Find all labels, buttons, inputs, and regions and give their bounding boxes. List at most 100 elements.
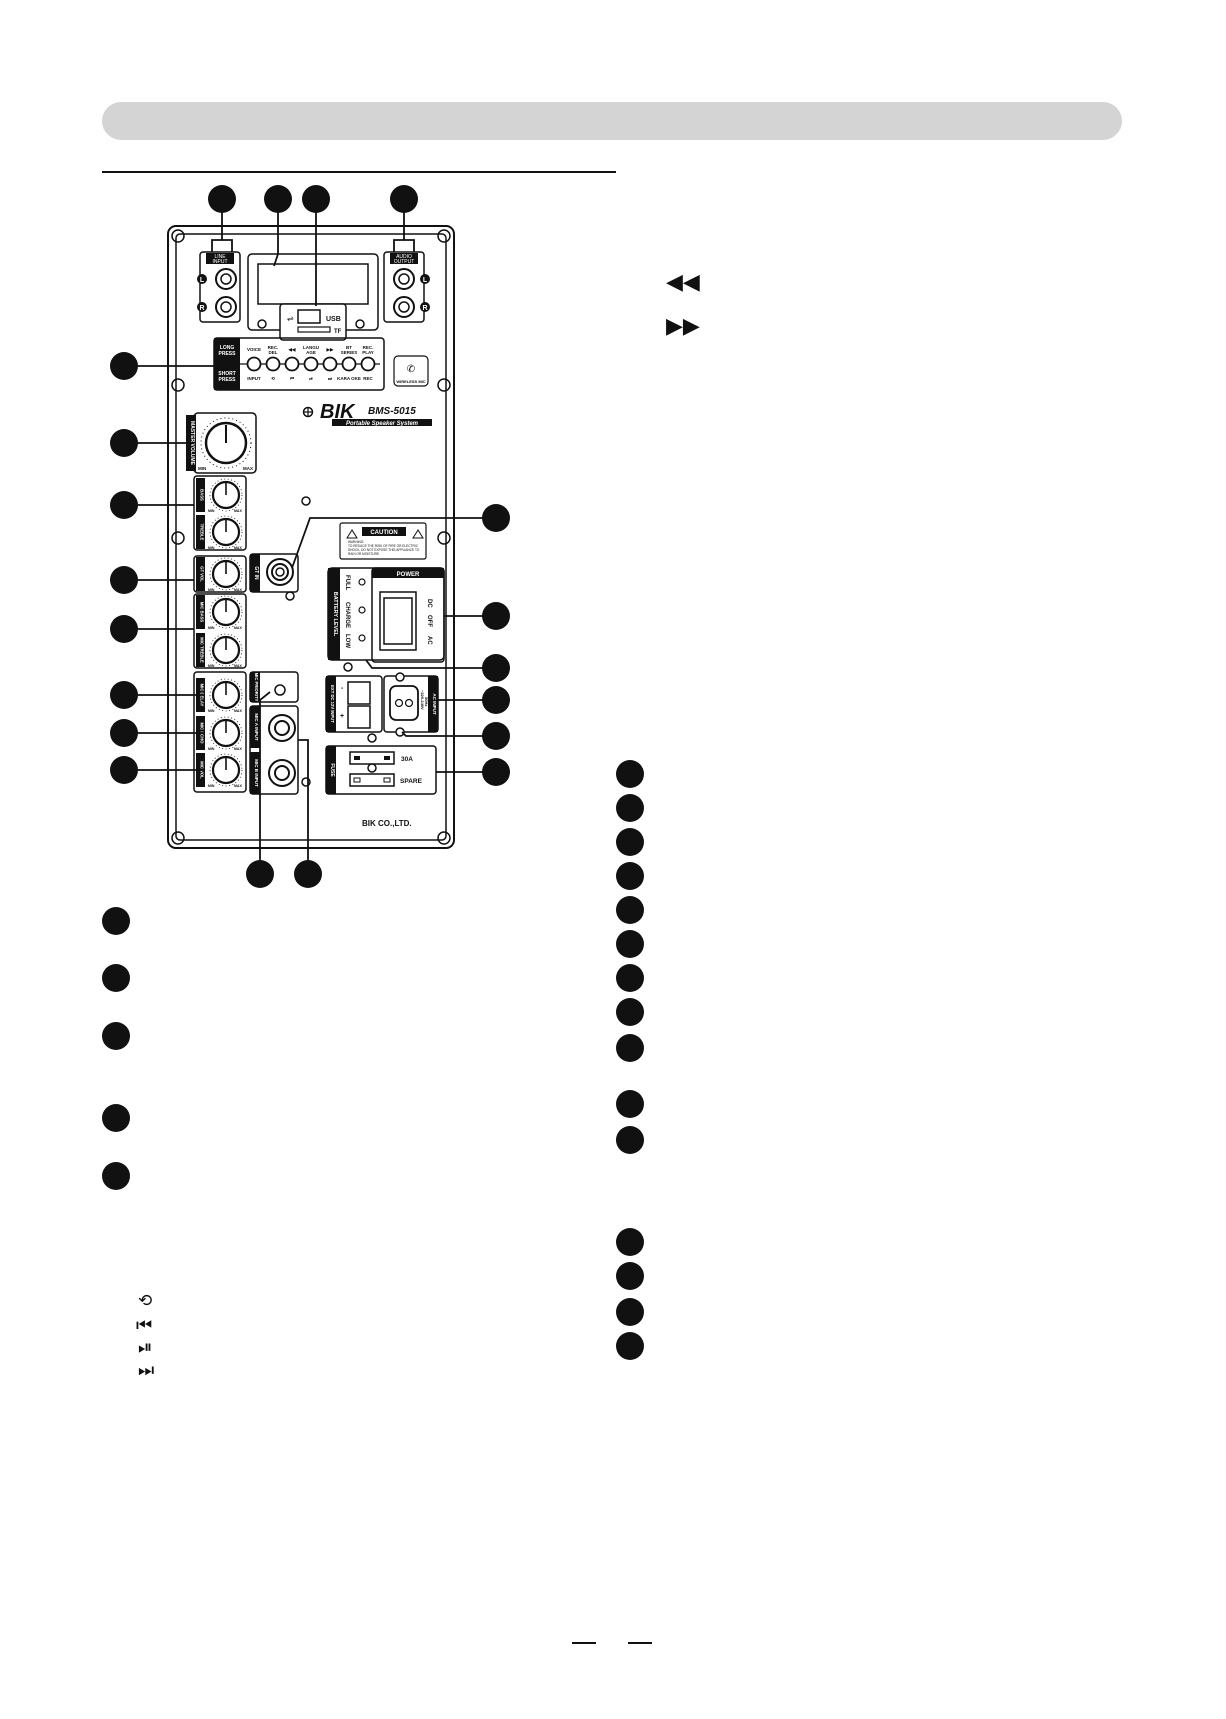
- long-press-label: LANGU: [303, 345, 319, 350]
- callout-dot-left-3: [110, 491, 138, 519]
- callout-lines: [138, 212, 484, 860]
- desc-bullet-left-2: [102, 964, 130, 992]
- usb-symbol-icon: ⇌: [287, 314, 294, 323]
- wireless-mic-icon: ✆: [407, 364, 415, 375]
- callout-dot-left-6: [110, 681, 138, 709]
- brand-logo: BIK: [320, 401, 356, 423]
- knob-max-label: MAX: [234, 664, 242, 668]
- desc-bullet-right-10: [616, 1090, 644, 1118]
- line-input-left-mark: L: [200, 277, 205, 284]
- spare-fuse: [349, 773, 395, 787]
- battery-power-section: BATTERY LEVEL FULL CHARGE LOW POWER DC O…: [327, 567, 445, 672]
- section-divider: [102, 171, 616, 173]
- panel-button-1: [265, 356, 281, 372]
- tf-slot: [297, 326, 331, 333]
- knob-min-label: MIN: [208, 664, 215, 668]
- battery-charge-led: [358, 606, 366, 614]
- brand-block: BIK BMS-5015 Portable Speaker System: [302, 401, 432, 427]
- knob-max-label: MAX: [234, 709, 242, 713]
- company-name: BIK CO.,LTD.: [362, 819, 412, 828]
- panel-plate: [167, 225, 455, 849]
- led-display: [257, 263, 369, 305]
- next-track-icon: ⏭: [138, 1360, 155, 1380]
- desc-bullet-left-1: [102, 907, 130, 935]
- battery-level-label: BATTERY LEVEL: [332, 592, 338, 637]
- knob-min-label: MIN: [208, 626, 215, 630]
- short-press-label-2: PRESS: [219, 377, 237, 383]
- knob-label: MIC BASS: [200, 602, 205, 623]
- panel-buttons: [246, 356, 376, 372]
- ac-input-label: AC INPUT: [432, 693, 437, 715]
- short-press-label-1: SHORT: [218, 371, 236, 377]
- desc-bullet-right-4: [616, 862, 644, 890]
- desc-bullet-right-7: [616, 964, 644, 992]
- power-off-label: OFF: [426, 615, 432, 627]
- knob-max-label: MAX: [234, 747, 242, 751]
- knob-min-label: MIN: [208, 509, 215, 513]
- callout-dot-right-6: [482, 758, 510, 786]
- page-number-dash-right: [628, 1642, 652, 1644]
- audio-output-label-2: OUTPUT: [394, 259, 415, 265]
- knob-label: TREBLE: [200, 524, 205, 541]
- desc-bullet-right-8: [616, 998, 644, 1026]
- short-press-label: INPUT: [247, 376, 261, 381]
- play-pause-icon: ⏯: [138, 1337, 153, 1357]
- line-input-label-1: LINE: [214, 254, 226, 260]
- callout-dot-left-8: [110, 756, 138, 784]
- mic-b-input-label: MIC B INPUT: [254, 759, 259, 787]
- knob-max-label: MAX: [234, 784, 242, 788]
- short-press-label: ⏭: [328, 376, 333, 381]
- desc-bullet-right-5: [616, 896, 644, 924]
- desc-bullet-right-14: [616, 1298, 644, 1326]
- long-press-label: REC.: [363, 345, 374, 350]
- desc-bullet-right-13: [616, 1262, 644, 1290]
- model-name: BMS-5015: [368, 406, 416, 417]
- caution-line-4: RAIN OR MOISTURE: [348, 552, 379, 556]
- panel-inner-border: [175, 233, 447, 841]
- mic-priority-label: MIC PRIORITY: [254, 673, 259, 702]
- short-press-label: ⟲: [271, 376, 276, 381]
- panel-button-6: [360, 356, 376, 372]
- battery-full-led: [358, 578, 366, 586]
- caution-line-3: SHOCK, DO NOT EXPOSE THIS APPLIANCE TO: [348, 548, 420, 552]
- line-input-jacks: LINE INPUT L R: [197, 251, 241, 323]
- line-input-label-2: INPUT: [213, 259, 228, 265]
- power-input-section: EXT DC 12V INPUT - + AC INPUT ~220-240V …: [325, 672, 439, 743]
- callout-dot-left-2: [110, 429, 138, 457]
- fast-forward-icon: ▶▶: [666, 313, 700, 338]
- callout-dot-top-1: [208, 185, 236, 213]
- long-press-label-1: LONG: [220, 345, 235, 351]
- callout-dot-left-1: [110, 352, 138, 380]
- gt-in-jack: GT IN: [249, 496, 311, 601]
- callout-dot-bottom-1: [246, 860, 274, 888]
- long-press-label: REC.: [268, 345, 279, 350]
- battery-full-label: FULL: [344, 575, 350, 591]
- page-number-dash-left: [572, 1642, 596, 1644]
- callout-dot-right-3: [482, 654, 510, 682]
- panel-button-0: [246, 356, 262, 372]
- knob-min-label: MIN: [208, 784, 215, 788]
- mic-a-input-label: MIC A INPUT: [254, 713, 259, 740]
- caution-line-1: WARNING:: [348, 540, 364, 544]
- mic-priority-switch: [274, 684, 286, 696]
- screw-holes: [171, 229, 451, 845]
- display-usb-module: ⇌ USB TF: [247, 253, 379, 341]
- long-press-label: AGE: [306, 350, 316, 355]
- mic-input-section: MIC PRIORITY MIC A INPUT MIC B INPUT: [249, 671, 311, 795]
- desc-bullet-right-11: [616, 1126, 644, 1154]
- fuse-label: FUSE: [329, 763, 335, 777]
- callout-dot-bottom-2: [294, 860, 322, 888]
- knob-max-label: MAX: [234, 626, 242, 630]
- callout-dot-left-4: [110, 566, 138, 594]
- audio-output-jacks: AUDIO OUTPUT L R: [383, 251, 430, 323]
- long-press-label: ▶▶: [326, 347, 335, 352]
- callout-dot-right-1: [482, 504, 510, 532]
- ext-dc-minus: -: [341, 685, 344, 692]
- power-label: POWER: [397, 572, 420, 578]
- repeat-icon: ⟲: [138, 1291, 153, 1310]
- fuse-section: FUSE 30A SPARE: [325, 745, 437, 795]
